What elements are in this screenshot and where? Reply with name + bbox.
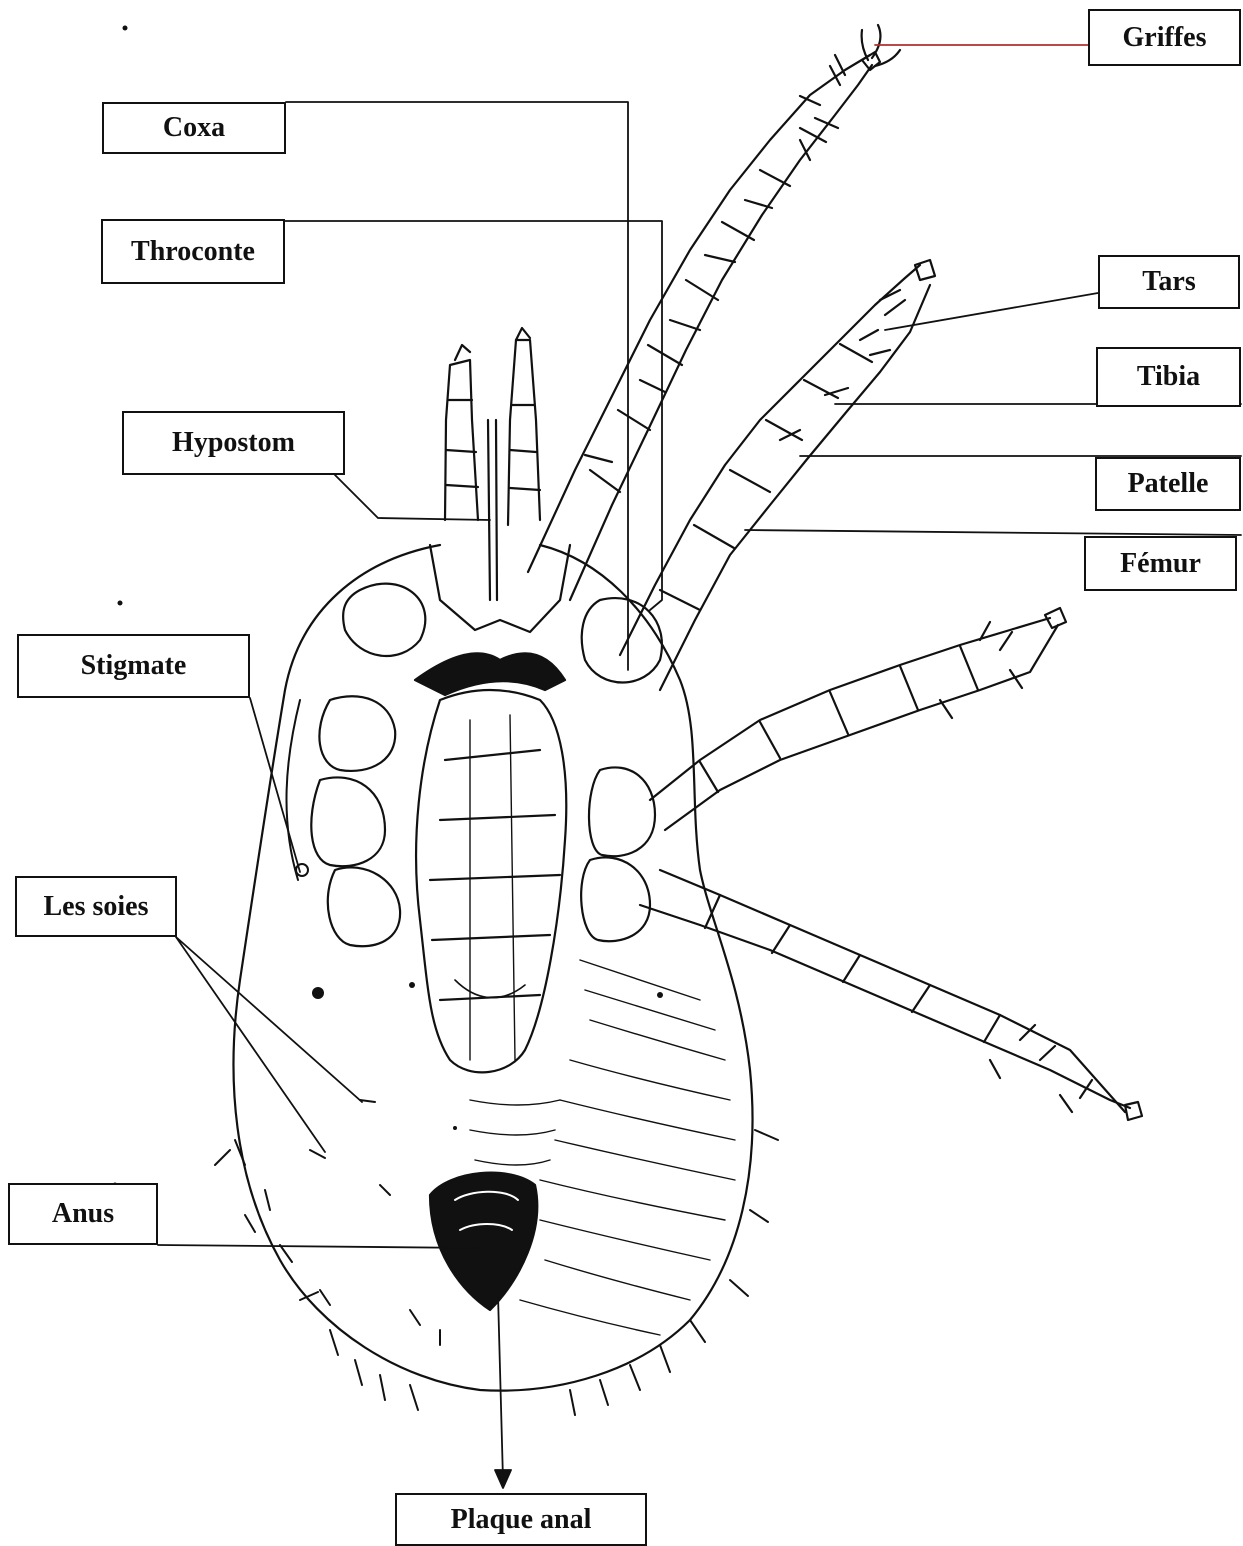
ventral-plate	[416, 690, 566, 1072]
label-les-soies: Les soies	[15, 876, 177, 937]
label-coxa: Coxa	[102, 102, 286, 154]
anal-plate	[430, 1173, 537, 1310]
label-hypostom: Hypostom	[122, 411, 345, 475]
label-throconte: Throconte	[101, 219, 285, 284]
leg-2-right	[620, 260, 935, 690]
leg-4-right	[640, 870, 1142, 1120]
leader-lines	[158, 45, 1241, 1488]
label-stigmate: Stigmate	[17, 634, 250, 698]
palps	[445, 328, 540, 600]
label-patelle: Patelle	[1095, 457, 1241, 511]
coxal-plates	[311, 545, 662, 946]
leg-1-right	[528, 25, 900, 600]
label-anus: Anus	[8, 1183, 158, 1245]
label-tibia: Tibia	[1096, 347, 1241, 407]
label-plaque-anal: Plaque anal	[395, 1493, 647, 1546]
leg-3-right	[650, 608, 1066, 830]
label-griffes: Griffes	[1088, 9, 1241, 66]
specks	[113, 26, 664, 1188]
label-tars: Tars	[1098, 255, 1240, 309]
label-femur: Fémur	[1084, 536, 1237, 591]
